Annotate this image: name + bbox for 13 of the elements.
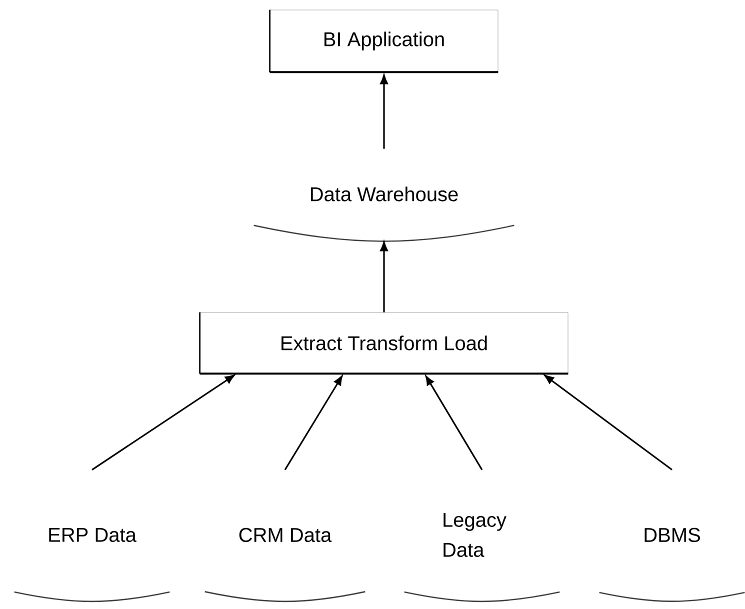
arrow	[92, 374, 235, 470]
database-cylinder: DBMS	[599, 528, 745, 602]
arrow	[544, 374, 672, 470]
database-cylinder: Data Warehouse	[254, 186, 514, 242]
arrow	[284, 376, 343, 470]
process-box: BI Application	[269, 10, 498, 74]
arrow	[380, 242, 388, 312]
database-cylinder: ERP Data	[14, 528, 170, 602]
database-cylinder: Legacy Data	[404, 513, 560, 602]
process-box: Extract Transform Load	[199, 312, 568, 375]
arrow	[380, 74, 388, 149]
arrow	[425, 376, 483, 470]
database-cylinder: CRM Data	[204, 528, 366, 602]
